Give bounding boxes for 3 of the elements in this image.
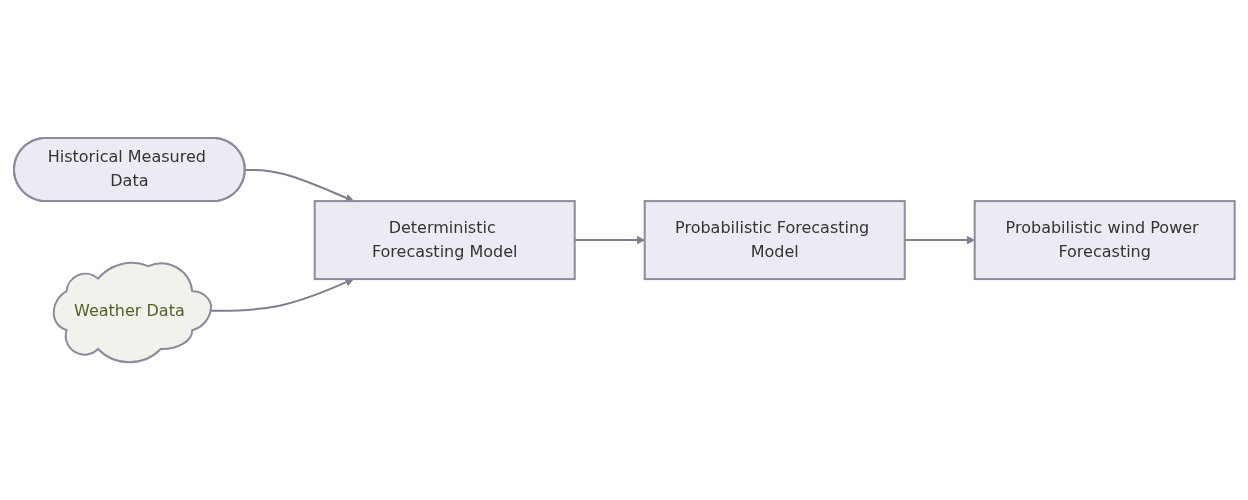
node-box: Deterministic Forecasting Model [313,199,576,280]
node-box: Probabilistic wind Power Forecasting [973,199,1236,280]
node-box: Probabilistic Forecasting Model [643,199,906,280]
